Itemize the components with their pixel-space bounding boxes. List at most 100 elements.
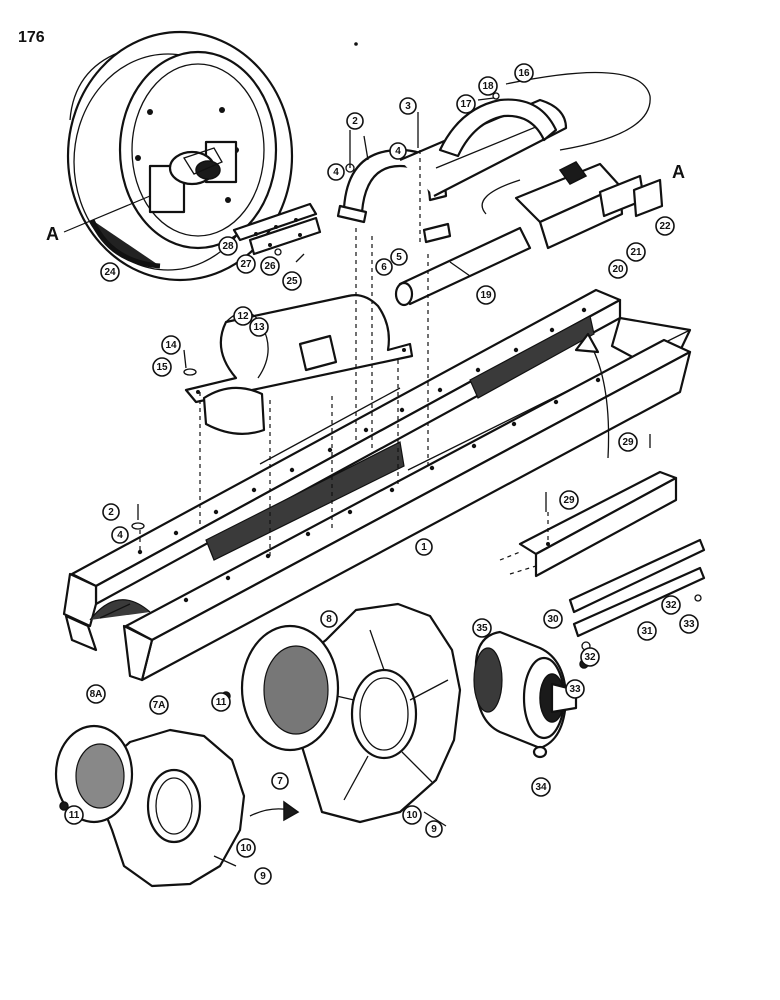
stray-mark bbox=[354, 42, 358, 46]
mounting-plates bbox=[232, 202, 322, 263]
callout-circle bbox=[565, 679, 585, 699]
rail-strips bbox=[499, 470, 706, 638]
callout-circle bbox=[111, 526, 129, 544]
callout-7: 7 bbox=[271, 772, 289, 790]
callout-2: 2 bbox=[346, 112, 364, 130]
callout-17: 17 bbox=[456, 94, 476, 114]
callout-30: 30 bbox=[543, 609, 563, 629]
callout-21: 21 bbox=[626, 242, 646, 262]
callout-number: 21 bbox=[630, 247, 642, 258]
leader-a-left bbox=[63, 195, 151, 233]
callout-circle bbox=[249, 317, 269, 337]
track-frame bbox=[62, 288, 692, 682]
callout-circle bbox=[661, 595, 681, 615]
callout-number: 10 bbox=[406, 810, 418, 821]
callout-number: 6 bbox=[381, 262, 387, 273]
callout-7a: 7A bbox=[149, 695, 169, 715]
callout-number: 24 bbox=[104, 267, 116, 278]
callout-circle bbox=[233, 306, 253, 326]
callout-circle bbox=[472, 618, 492, 638]
callout-number: 7A bbox=[153, 700, 166, 711]
callout-32: 32 bbox=[661, 595, 681, 615]
callout-9: 9 bbox=[425, 820, 443, 838]
callout-number: 18 bbox=[482, 81, 494, 92]
callout-circle bbox=[389, 142, 407, 160]
alignment-lines bbox=[139, 150, 429, 558]
callout-10: 10 bbox=[236, 838, 256, 858]
callout-circle bbox=[626, 242, 646, 262]
callout-34: 34 bbox=[531, 777, 551, 797]
callout-layer: 12234445677A88A9910101111121314151617181… bbox=[64, 63, 699, 885]
callout-5: 5 bbox=[390, 248, 408, 266]
callout-3: 3 bbox=[399, 97, 417, 115]
callout-19: 19 bbox=[476, 285, 496, 305]
callout-number: 33 bbox=[569, 684, 581, 695]
callout-circle bbox=[543, 609, 563, 629]
callout-circle bbox=[478, 76, 498, 96]
callout-number: 29 bbox=[563, 495, 575, 506]
callout-circle bbox=[618, 432, 638, 452]
callout-circle bbox=[64, 805, 84, 825]
callout-number: 13 bbox=[253, 322, 265, 333]
callout-circle bbox=[260, 256, 280, 276]
callout-circle bbox=[282, 271, 302, 291]
callout-circle bbox=[637, 621, 657, 641]
hardware-marks bbox=[59, 92, 702, 867]
callout-circle bbox=[100, 262, 120, 282]
callout-circle bbox=[327, 163, 345, 181]
callout-16: 16 bbox=[514, 63, 534, 83]
callout-number: 9 bbox=[431, 824, 437, 835]
callout-number: 29 bbox=[622, 437, 634, 448]
callout-number: 4 bbox=[395, 146, 401, 157]
callout-10: 10 bbox=[402, 805, 422, 825]
section-mark-right: A bbox=[672, 162, 685, 182]
callout-11: 11 bbox=[211, 692, 231, 712]
callout-circle bbox=[320, 610, 338, 628]
callout-number: 25 bbox=[286, 276, 298, 287]
callout-circle bbox=[402, 805, 422, 825]
callout-number: 11 bbox=[216, 697, 227, 708]
callout-number: 20 bbox=[612, 264, 624, 275]
callout-31: 31 bbox=[637, 621, 657, 641]
callout-25: 25 bbox=[282, 271, 302, 291]
callout-number: 34 bbox=[535, 782, 547, 793]
callout-circle bbox=[456, 94, 476, 114]
install-arrowhead bbox=[574, 332, 600, 354]
track-roller bbox=[473, 630, 578, 759]
callout-8: 8 bbox=[320, 610, 338, 628]
callout-number: 9 bbox=[260, 871, 266, 882]
callout-24: 24 bbox=[100, 262, 120, 282]
callout-27: 27 bbox=[236, 254, 256, 274]
callout-6: 6 bbox=[375, 258, 393, 276]
callout-number: 27 bbox=[240, 259, 252, 270]
callout-circle bbox=[390, 248, 408, 266]
sprocket-small bbox=[54, 724, 246, 888]
callout-number: 1 bbox=[421, 542, 427, 553]
page-number: 176 bbox=[18, 29, 45, 46]
callout-circle bbox=[375, 258, 393, 276]
callout-33: 33 bbox=[679, 614, 699, 634]
callout-number: 12 bbox=[237, 311, 249, 322]
callout-number: 3 bbox=[405, 101, 411, 112]
callout-number: 22 bbox=[659, 221, 671, 232]
callout-circle bbox=[655, 216, 675, 236]
callout-circle bbox=[271, 772, 289, 790]
callout-number: 32 bbox=[584, 652, 596, 663]
section-mark-left: A bbox=[46, 224, 59, 244]
callout-circle bbox=[531, 777, 551, 797]
callout-number: 4 bbox=[333, 167, 339, 178]
callout-circle bbox=[559, 490, 579, 510]
callout-circle bbox=[346, 112, 364, 130]
callout-number: 35 bbox=[476, 623, 488, 634]
callout-circle bbox=[218, 236, 238, 256]
callout-circle bbox=[86, 684, 106, 704]
callout-circle bbox=[679, 614, 699, 634]
callout-9: 9 bbox=[254, 867, 272, 885]
callout-number: 7 bbox=[277, 776, 283, 787]
recoil-spring-assembly bbox=[336, 71, 664, 307]
callout-8a: 8A bbox=[86, 684, 106, 704]
callout-number: 30 bbox=[547, 614, 559, 625]
callout-32: 32 bbox=[580, 647, 600, 667]
callout-circle bbox=[254, 867, 272, 885]
callout-number: 17 bbox=[460, 99, 472, 110]
